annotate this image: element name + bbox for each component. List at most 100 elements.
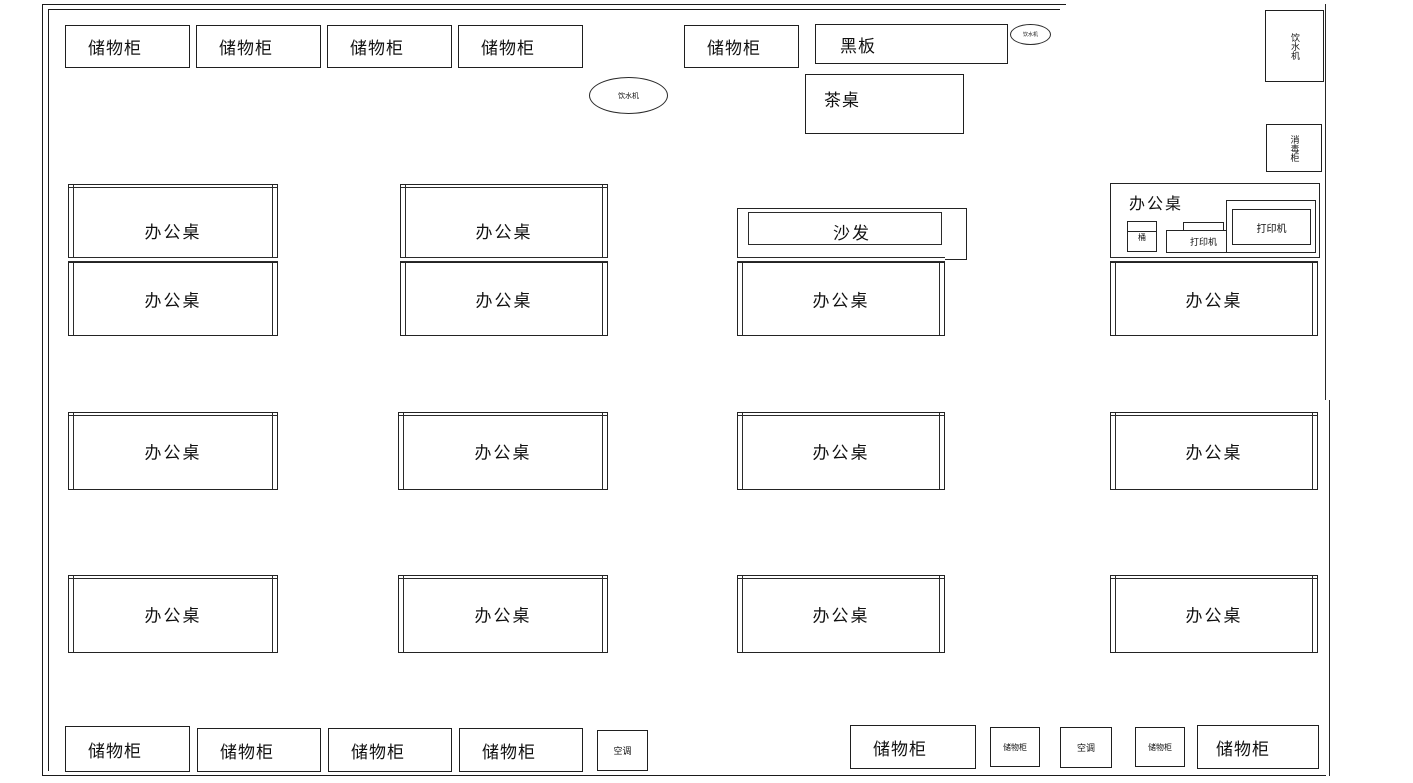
air-conditioner-bottom-left[interactable]: 空调 <box>597 730 648 771</box>
desk-r2c1[interactable]: 办公桌 <box>68 412 278 490</box>
desk-divider-seg-r1c1 <box>170 261 278 262</box>
blackboard[interactable]: 黑板 <box>815 24 1008 64</box>
cabinet-label: 储物柜 <box>707 39 761 59</box>
equipment-water-dispenser[interactable]: 饮水机 <box>1265 10 1324 82</box>
printer-label: 打印机 <box>1189 238 1217 248</box>
desk-r1c4[interactable]: 办公桌 <box>1110 262 1318 336</box>
desk-rail-right <box>1312 413 1313 489</box>
desk-r3c3[interactable]: 办公桌 <box>737 575 945 653</box>
desk-divider-seg-r1c4 <box>1110 261 1318 262</box>
desk-r3c1[interactable]: 办公桌 <box>68 575 278 653</box>
water-dispenser-label: 饮水机 <box>618 91 639 100</box>
desk-r1c1-top[interactable]: 办公桌 <box>68 184 278 258</box>
cabinet-bottom-left-3[interactable]: 储物柜 <box>328 728 452 772</box>
desk-label: 办公桌 <box>1185 443 1243 464</box>
desk-rail-right <box>1312 263 1313 335</box>
cabinet-bottom-right-1[interactable]: 储物柜 <box>850 725 976 769</box>
desk-edge-line <box>69 415 277 416</box>
cabinet-top-3[interactable]: 储物柜 <box>327 25 452 68</box>
desk-rail-left <box>403 413 404 489</box>
desk-edge-line <box>1111 578 1317 579</box>
desk-r3c2[interactable]: 办公桌 <box>398 575 608 653</box>
desk-label: 办公桌 <box>474 606 532 627</box>
cabinet-bottom-left-1[interactable]: 储物柜 <box>65 726 190 772</box>
blackboard-label: 黑板 <box>840 36 876 57</box>
desk-rail-right <box>1312 576 1313 652</box>
cabinet-top-2[interactable]: 储物柜 <box>196 25 321 68</box>
desk-rail-right <box>602 413 603 489</box>
desk-rail-right <box>602 576 603 652</box>
desk-r2c4[interactable]: 办公桌 <box>1110 412 1318 490</box>
desk-rail-left <box>405 263 406 335</box>
printer-large[interactable]: 打印机 <box>1232 209 1311 245</box>
water-dispenser-ellipse[interactable]: 饮水机 <box>589 77 668 114</box>
desk-rail-right <box>272 576 273 652</box>
cabinet-label: 储物柜 <box>873 739 927 760</box>
wall-bottom <box>42 775 1326 776</box>
desk-label: 办公桌 <box>1185 291 1243 312</box>
desk-rail-left <box>1115 263 1116 335</box>
desk-divider-seg-r1c3 <box>838 261 945 262</box>
desk-r3c4[interactable]: 办公桌 <box>1110 575 1318 653</box>
desk-r2c2[interactable]: 办公桌 <box>398 412 608 490</box>
desk-r1c2-bottom[interactable]: 办公桌 <box>400 262 608 336</box>
desk-rail-right <box>939 413 940 489</box>
air-conditioner-label: 空调 <box>1076 744 1095 754</box>
cabinet-label: 储物柜 <box>481 39 535 59</box>
cabinet-label: 储物柜 <box>482 742 536 763</box>
cabinet-bottom-left-2[interactable]: 储物柜 <box>197 728 321 772</box>
cabinet-label: 储物柜 <box>1216 739 1270 760</box>
desk-r1c2-top[interactable]: 办公桌 <box>400 184 608 258</box>
air-conditioner-bottom-right[interactable]: 空调 <box>1060 727 1112 768</box>
wall-left-outer <box>42 4 43 776</box>
desk-rail-right <box>939 263 940 335</box>
desk-r1c3[interactable]: 办公桌 <box>737 262 945 336</box>
desk-rail-left <box>742 263 743 335</box>
desk-label: 办公桌 <box>144 443 202 464</box>
desk-divider-seg-r1c2 <box>500 261 608 262</box>
cabinet-bottom-right-5[interactable]: 储物柜 <box>1197 725 1319 769</box>
desk-label: 办公桌 <box>1185 606 1243 627</box>
cabinet-top-1[interactable]: 储物柜 <box>65 25 190 68</box>
desk-rail-left <box>73 413 74 489</box>
desk-rail-left <box>1115 576 1116 652</box>
desk-edge-line <box>69 578 277 579</box>
sofa[interactable]: 沙发 <box>737 208 967 260</box>
cabinet-label: 储物柜 <box>1003 742 1027 752</box>
equipment-sterilizer[interactable]: 消毒柜 <box>1266 124 1322 172</box>
desk-edge-line <box>401 187 607 188</box>
desk-r1c1-bottom[interactable]: 办公桌 <box>68 262 278 336</box>
desk-rail-left <box>405 185 406 257</box>
desk-label: 办公桌 <box>475 223 533 243</box>
cabinet-label: 储物柜 <box>88 741 142 762</box>
wall-right-upper <box>1325 4 1326 400</box>
air-conditioner-label: 空调 <box>613 747 632 757</box>
cabinet-bottom-left-4[interactable]: 储物柜 <box>459 728 583 772</box>
desk-label: 办公桌 <box>475 291 533 312</box>
bin[interactable]: 桶 <box>1127 221 1157 252</box>
wall-right-lower <box>1329 400 1330 776</box>
tea-table[interactable]: 茶桌 <box>805 74 964 134</box>
bin-lid <box>1128 231 1156 232</box>
desk-r2c3[interactable]: 办公桌 <box>737 412 945 490</box>
cabinet-bottom-right-2[interactable]: 储物柜 <box>990 727 1040 767</box>
desk-rail-right <box>602 263 603 335</box>
cabinet-label: 储物柜 <box>350 39 404 59</box>
cabinet-bottom-right-4[interactable]: 储物柜 <box>1135 727 1185 767</box>
desk-rail-right <box>939 576 940 652</box>
wall-top-inner <box>48 9 1060 10</box>
water-dispenser-ellipse-small[interactable]: 饮水机 <box>1010 24 1051 45</box>
printer-label: 打印机 <box>1256 223 1287 235</box>
cabinet-top-5[interactable]: 储物柜 <box>684 25 799 68</box>
printer-station[interactable]: 办公桌 桶 打印机 打印机 <box>1110 183 1320 258</box>
desk-edge-line <box>1111 415 1317 416</box>
cabinet-label: 储物柜 <box>351 742 405 763</box>
desk-rail-left <box>742 413 743 489</box>
wall-left-inner <box>48 9 49 771</box>
cabinet-top-4[interactable]: 储物柜 <box>458 25 583 68</box>
equipment-label: 饮水机 <box>1289 32 1299 60</box>
desk-edge-line <box>69 187 277 188</box>
desk-edge-line <box>738 578 944 579</box>
desk-label: 办公桌 <box>474 443 532 464</box>
